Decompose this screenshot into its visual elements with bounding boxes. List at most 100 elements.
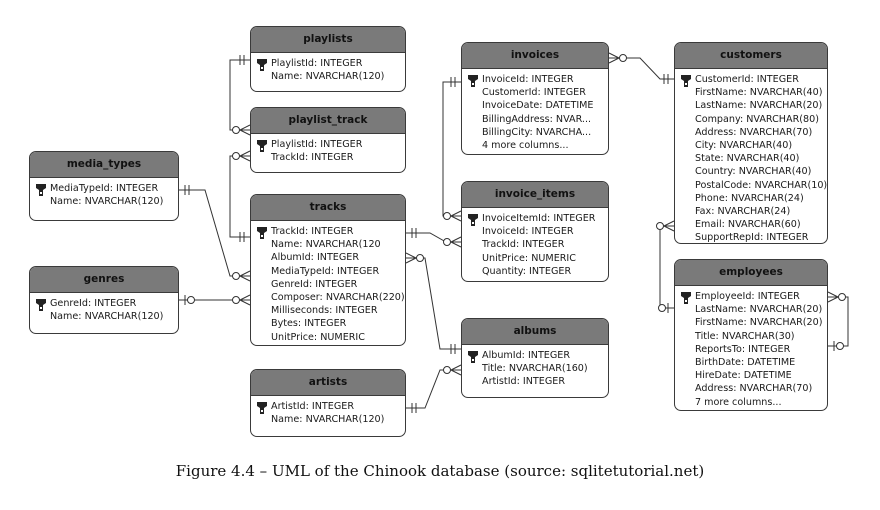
column-row: MediaTypeId: INTEGER — [50, 183, 159, 194]
crowfoot-marker — [239, 155, 251, 162]
column-row: TrackId: INTEGER — [271, 152, 354, 164]
column-row: Address: NVARCHAR(70) — [695, 126, 813, 138]
key-icon — [468, 75, 478, 87]
column-row: TrackId: INTEGER — [271, 226, 354, 237]
column-row: GenreId: INTEGER — [50, 298, 137, 309]
optional-marker — [658, 304, 666, 312]
optional-marker — [443, 366, 451, 374]
column-row: Company: NVARCHAR(80) — [695, 113, 819, 125]
column-row: LastName: NVARCHAR(20) — [695, 304, 823, 316]
column-row: BillingAddress: NVAR... — [482, 113, 592, 125]
key-icon — [36, 184, 46, 196]
link-tracks-invoice-items — [406, 232, 461, 243]
column-row: Milliseconds: INTEGER — [271, 305, 378, 317]
column-row: InvoiceItemId: INTEGER — [482, 213, 596, 224]
column-row: BirthDate: DATETIME — [695, 357, 796, 369]
crowfoot-marker — [450, 369, 462, 376]
key-icon — [257, 402, 267, 414]
column-row: City: NVARCHAR(40) — [695, 140, 793, 152]
crowfoot-marker — [239, 150, 251, 157]
figure-caption: Figure 4.4 – UML of the Chinook database… — [175, 462, 705, 480]
optional-marker — [443, 238, 451, 246]
column-row: FirstName: NVARCHAR(20) — [695, 317, 823, 329]
column-row: ArtistId: INTEGER — [271, 401, 354, 412]
link-albums-tracks — [406, 257, 461, 350]
crowfoot-marker — [239, 129, 251, 136]
column-row: 4 more columns... — [482, 140, 569, 152]
key-icon — [468, 351, 478, 363]
column-row: Bytes: INTEGER — [271, 318, 347, 330]
column-row: Name: NVARCHAR(120 — [271, 239, 381, 251]
column-row: Name: NVARCHAR(120) — [50, 196, 164, 208]
column-row: Name: NVARCHAR(120) — [271, 414, 385, 426]
optional-marker — [416, 254, 424, 262]
column-row: Title: NVARCHAR(30) — [695, 330, 795, 342]
column-row: HireDate: DATETIME — [695, 370, 792, 382]
column-row: Composer: NVARCHAR(220) — [271, 292, 405, 304]
table-title: invoices — [462, 43, 608, 69]
column-row: GenreId: INTEGER — [271, 278, 358, 290]
optional-marker — [232, 126, 240, 134]
optional-marker — [232, 272, 240, 280]
key-icon — [36, 299, 46, 311]
column-row: CustomerId: INTEGER — [695, 74, 799, 85]
crowfoot-marker — [608, 57, 620, 64]
optional-marker — [619, 54, 627, 62]
link-artists-albums — [406, 369, 461, 409]
optional-marker — [656, 222, 664, 230]
crowfoot-marker — [239, 299, 251, 306]
optional-marker — [187, 296, 195, 304]
crowfoot-marker — [405, 252, 417, 259]
optional-marker — [838, 293, 846, 301]
key-icon — [257, 140, 267, 152]
table-title: invoice_items — [462, 182, 608, 208]
table-title: employees — [675, 260, 827, 286]
column-row: UnitPrice: NUMERIC — [482, 252, 576, 264]
crowfoot-marker — [663, 220, 675, 227]
column-row: LastName: NVARCHAR(20) — [695, 100, 823, 112]
crowfoot-marker — [450, 236, 462, 243]
table-title: albums — [462, 319, 608, 345]
column-row: AlbumId: INTEGER — [271, 252, 360, 264]
link-employees-customers — [659, 225, 674, 309]
crowfoot-marker — [827, 296, 839, 303]
crowfoot-marker — [827, 291, 839, 298]
column-row: Quantity: INTEGER — [482, 265, 572, 277]
column-row: Name: NVARCHAR(120) — [50, 311, 164, 323]
crowfoot-marker — [450, 215, 462, 222]
crowfoot-marker — [450, 241, 462, 248]
crowfoot-marker — [239, 270, 251, 277]
column-row: ReportsTo: INTEGER — [695, 343, 791, 355]
column-row: CustomerId: INTEGER — [482, 87, 586, 99]
table-title: customers — [675, 43, 827, 69]
link-tracks-playlist-track — [229, 155, 250, 238]
column-row: PlaylistId: INTEGER — [271, 58, 363, 69]
optional-marker — [232, 296, 240, 304]
column-row: EmployeeId: INTEGER — [695, 291, 800, 302]
column-row: AlbumId: INTEGER — [482, 350, 571, 361]
key-icon — [257, 59, 267, 71]
crowfoot-marker — [450, 364, 462, 371]
key-icon — [468, 214, 478, 226]
column-row: FirstName: NVARCHAR(40) — [695, 87, 823, 99]
table-title: tracks — [251, 195, 405, 221]
table-title: artists — [251, 370, 405, 396]
crowfoot-marker — [663, 225, 675, 232]
optional-marker — [443, 212, 451, 220]
key-icon — [681, 75, 691, 87]
column-row: ArtistId: INTEGER — [482, 376, 565, 388]
crowfoot-marker — [239, 275, 251, 282]
key-icon — [257, 227, 267, 239]
column-row: 7 more columns... — [695, 396, 782, 408]
link-media-types-tracks — [179, 189, 250, 277]
column-row: Phone: NVARCHAR(24) — [695, 192, 804, 204]
